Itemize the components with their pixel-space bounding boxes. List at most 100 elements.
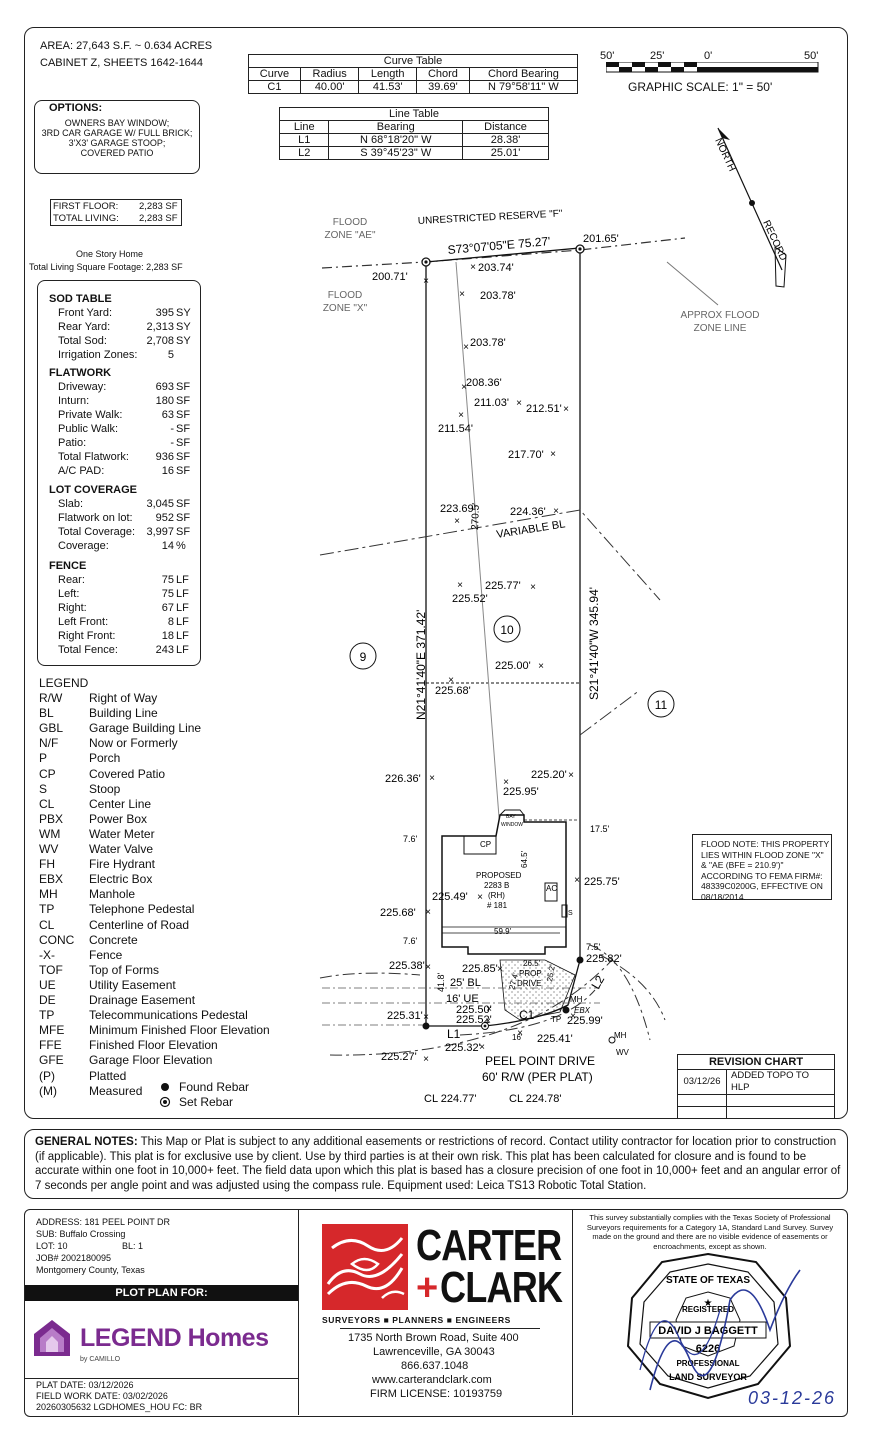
legend-item: (P)Platted — [39, 1069, 279, 1083]
sod-row-label: Rear: — [58, 574, 85, 586]
spot-elevation: 217.70' — [508, 449, 544, 461]
flood-note: FLOOD NOTE: THIS PROPERTY LIES WITHIN FL… — [692, 834, 832, 902]
sod-section-title: SOD TABLE — [49, 293, 112, 305]
general-notes: GENERAL NOTES: This Map or Plat is subje… — [35, 1135, 843, 1193]
spot-elevation: 211.54' — [438, 423, 473, 435]
sod-row-unit: SF — [176, 381, 191, 393]
legend-desc: Utility Easement — [89, 977, 176, 992]
sod-row-value: 16 — [161, 465, 174, 477]
legend-logo-sub: by CAMILLO — [80, 1356, 121, 1363]
legend-desc: Center Line — [89, 796, 152, 811]
spot-elevation: 225.99' — [567, 1015, 603, 1027]
legend-code: CL — [39, 917, 55, 932]
general-notes-text: This Map or Plat is subject to any addit… — [35, 1136, 841, 1192]
spot-elevation: 225.38' — [389, 960, 425, 972]
c1-label: C1 — [519, 1008, 535, 1022]
spot-elevation-marker: × — [425, 907, 431, 918]
first-floor-label: FIRST FLOOR: — [53, 201, 119, 212]
sod-row-value: 18 — [161, 630, 174, 642]
spot-elevation-marker: × — [574, 875, 580, 886]
sod-row-value: 75 — [161, 588, 174, 600]
spot-elevation: 203.74' — [478, 262, 514, 274]
spot-elevation-marker: × — [550, 449, 556, 460]
scale-tick-label: 0' — [704, 50, 713, 62]
sod-row-value: 395 — [155, 307, 174, 319]
sod-row-value: 3,997 — [146, 526, 174, 538]
spot-elevation-marker: × — [458, 410, 464, 421]
legend-desc: Telecommunications Pedestal — [89, 1008, 248, 1023]
legend-code: MFE — [39, 1023, 65, 1038]
sod-row-unit: % — [176, 540, 186, 552]
legend-code: TP — [39, 1008, 55, 1023]
sod-row-label: Left: — [58, 588, 80, 600]
spot-elevation-marker: × — [486, 1004, 492, 1015]
plat-frame — [24, 27, 848, 1119]
legend-desc: Centerline of Road — [89, 917, 190, 932]
spot-elevation-marker: × — [477, 892, 483, 903]
house-plan: 2283 B — [484, 881, 509, 890]
spot-elevation-marker: × — [423, 1054, 429, 1065]
sod-row-label: A/C PAD: — [58, 465, 105, 477]
seal-name: DAVID J BAGGETT — [658, 1325, 758, 1337]
sod-row-unit: SF — [176, 465, 191, 477]
spot-elevation: 225.00' — [495, 660, 531, 672]
graphic-scale: 50' 25' 0' 50' GRAPHIC SCALE: 1" = 50' — [600, 48, 830, 98]
legend-code: CONC — [39, 932, 75, 947]
sod-row-label: Patio: — [58, 437, 87, 449]
lot: LOT: 10 — [36, 1241, 68, 1251]
legend-logo-text: LEGEND Homes — [80, 1324, 269, 1352]
legend-code: CP — [39, 766, 56, 781]
spot-elevation: 225.41' — [537, 1033, 573, 1045]
centerline-left: CL 224.77' — [424, 1093, 476, 1105]
general-notes-label: GENERAL NOTES: — [35, 1136, 138, 1148]
legend-desc: Stoop — [89, 781, 121, 796]
lot-number-11 — [647, 690, 675, 718]
surveyor-seal: DAVID J BAGGETT 6226 REGISTERED STATE OF… — [626, 1252, 801, 1400]
options-title: OPTIONS: — [49, 102, 103, 114]
revision-date: 03/12/26 — [677, 1069, 727, 1095]
legend-desc: Finished Floor Elevation — [89, 1038, 218, 1053]
reserve-label: UNRESTRICTED RESERVE "F" — [418, 208, 564, 227]
subdivision: SUB: Buffalo Crossing — [36, 1229, 126, 1239]
line-table-header: Distance — [462, 120, 549, 134]
spot-elevation: 224.36' — [510, 506, 546, 518]
scale-tick-label: 50' — [804, 50, 819, 62]
dimension-line-270 — [455, 261, 501, 831]
option-item: OWNERS BAY WINDOW; — [64, 118, 170, 128]
revision-title: REVISION CHART — [677, 1054, 835, 1069]
sod-row: Public Walk:-SF — [58, 423, 194, 436]
company-phone: 866.637.1048 — [401, 1360, 469, 1372]
total-living-label: TOTAL LIVING: — [53, 213, 119, 224]
flood-x-label: FLOOD — [328, 290, 362, 301]
line-table-cell: L2 — [278, 146, 330, 160]
legend-code: TOF — [39, 962, 63, 977]
spot-elevation: 225.32' — [445, 1042, 481, 1054]
spot-elevation-marker: × — [429, 773, 435, 784]
legend-item: CL Centerline of Road — [39, 918, 279, 932]
job-number: JOB# 2002180095 — [36, 1253, 112, 1263]
spot-elevation-marker: × — [570, 1011, 576, 1022]
spot-elevation-marker: × — [516, 398, 522, 409]
sod-row-unit: LF — [176, 588, 189, 600]
sod-row-unit: LF — [176, 602, 189, 614]
legend-code: PBX — [39, 811, 64, 826]
house-depth: 64.5' — [520, 850, 529, 868]
floor-area-box: FIRST FLOOR: 2,283 SF TOTAL LIVING: 2,28… — [50, 199, 182, 226]
sod-row-value: 2,708 — [146, 335, 174, 347]
legend-desc: Electric Box — [89, 872, 153, 887]
legend-code: CL — [39, 796, 55, 811]
seal-land-surveyor: LAND SURVEYOR — [669, 1372, 747, 1382]
